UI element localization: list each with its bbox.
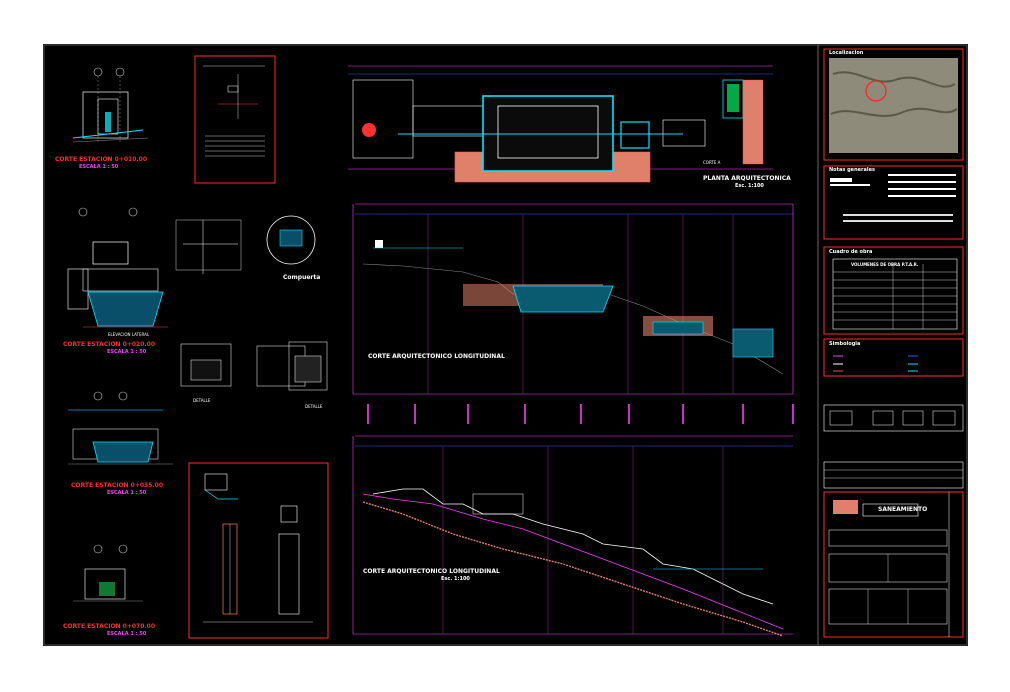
station-section-4	[73, 544, 143, 602]
detail-box-top	[194, 55, 276, 184]
plan-scale: Esc. 1:100	[735, 183, 764, 189]
detail-compuerta	[175, 215, 316, 274]
station-markers	[367, 404, 794, 424]
detail-box-bottom	[188, 462, 329, 639]
section-bottom	[352, 435, 793, 637]
section-top-title: CORTE ARQUITECTONICO LONGITUDINAL	[368, 353, 505, 360]
legend-header: Simbologia	[829, 341, 861, 347]
station-section-1	[72, 67, 149, 144]
location-header: Localizacion	[829, 50, 864, 56]
svg-text:ELEVACION LATERAL: ELEVACION LATERAL	[108, 332, 150, 337]
station-section-2: ELEVACION LATERAL	[67, 207, 168, 337]
section-bottom-scale: Esc. 1:100	[441, 576, 470, 582]
svg-text:CORTE A: CORTE A	[703, 160, 721, 165]
plan-view: CORTE A	[348, 65, 773, 183]
right-panel	[823, 48, 964, 638]
section-top	[352, 203, 794, 395]
volume-header: Cuadro de obra	[829, 249, 873, 255]
general-notes-header: Notas generales	[829, 167, 875, 173]
station-3-scale: ESCALA 1 : 50	[107, 490, 147, 496]
station-section-3	[68, 391, 173, 465]
section-bottom-title: CORTE ARQUITECTONICO LONGITUDINAL	[363, 568, 500, 575]
plan-title: PLANTA ARQUITECTONICA	[703, 175, 791, 182]
volume-table-title: VOLUMENES DE OBRA P.T.A.R.	[851, 262, 919, 267]
detail-registros: DETALLE DETALLE	[180, 341, 328, 409]
svg-text:DETALLE: DETALLE	[305, 404, 323, 409]
detail-compuerta-title: Compuerta	[283, 274, 321, 281]
station-2-scale: ESCALA 1 : 50	[107, 349, 147, 355]
title-block-company: SANEAMIENTO	[878, 506, 928, 513]
station-2-title: CORTE ESTACION 0+020.00	[63, 341, 156, 348]
drawing-sheet: ELEVACION LATERAL	[43, 44, 968, 646]
station-4-title: CORTE ESTACION 0+070.00	[63, 623, 156, 630]
station-1-title: CORTE ESTACION 0+010.00	[55, 156, 148, 163]
svg-text:DETALLE: DETALLE	[193, 398, 211, 403]
station-1-scale: ESCALA 1 : 50	[79, 164, 119, 170]
cad-drawing: ELEVACION LATERAL	[43, 44, 968, 646]
station-3-title: CORTE ESTACION 0+035.00	[71, 482, 164, 489]
station-4-scale: ESCALA 1 : 50	[107, 631, 147, 637]
